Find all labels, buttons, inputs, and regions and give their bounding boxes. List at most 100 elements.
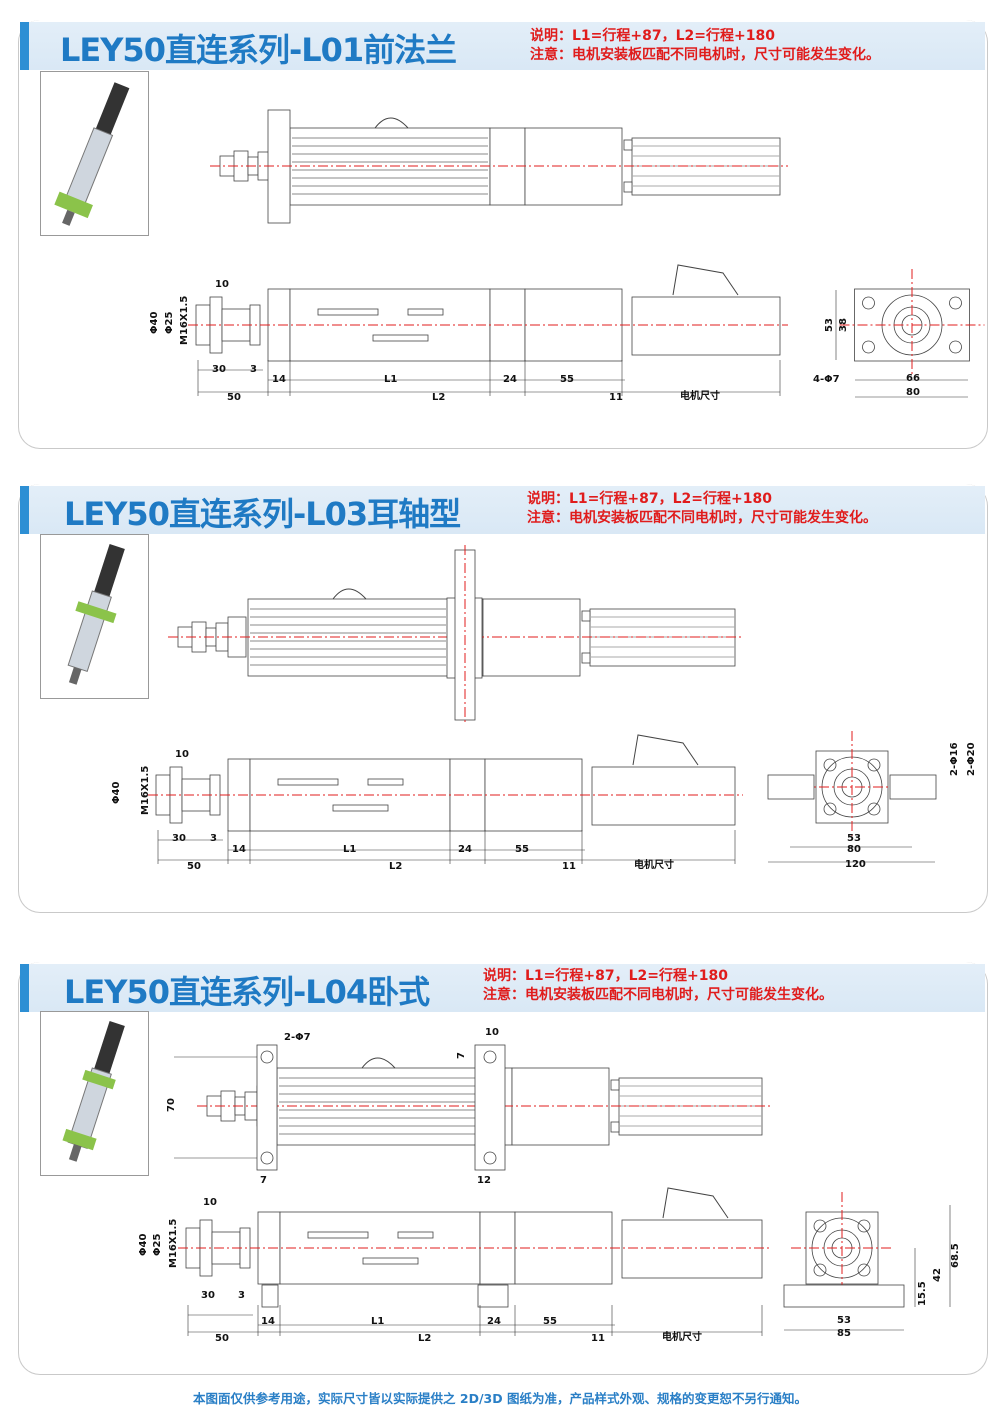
mount-hole	[483, 1151, 497, 1165]
dim-label: 24	[458, 844, 472, 855]
dim-label: 11	[562, 861, 576, 872]
dim-label: 4-Φ7	[813, 374, 840, 385]
dim-label: 3	[250, 364, 257, 375]
accent-bar	[20, 22, 29, 70]
dim-label: 10	[203, 1197, 217, 1208]
dim-label: 3	[210, 833, 217, 844]
cable-loop	[374, 117, 409, 129]
servo-motor	[631, 296, 781, 356]
dim-label: 12	[477, 1175, 491, 1186]
dim-label: 42	[932, 1268, 943, 1282]
mount-screw	[813, 1263, 827, 1277]
dim-label: M16X1.5	[140, 766, 151, 815]
note-line-2: 注意：电机安装板匹配不同电机时，尺寸可能发生变化。	[530, 47, 880, 63]
mount-hole	[483, 1050, 497, 1064]
dim-label: 11	[609, 392, 623, 403]
dim-label: 53	[847, 833, 861, 844]
product-image-l01	[40, 71, 149, 236]
accent-bar	[20, 964, 29, 1012]
slot	[372, 334, 429, 342]
section-title: LEY50直连系列-L03耳轴型	[64, 495, 461, 533]
cable-loop	[361, 1057, 396, 1069]
foot	[261, 1284, 279, 1308]
dim-label: 10	[215, 279, 229, 290]
base-foot	[783, 1284, 905, 1308]
slot	[317, 308, 379, 316]
trunnion-pin	[767, 774, 815, 800]
note-line-1: 说明：L1=行程+87，L2=行程+180	[527, 491, 772, 507]
trunnion-pin	[889, 774, 937, 800]
dim-label: 11	[591, 1333, 605, 1344]
section-panel-l01	[18, 20, 988, 449]
motor-connector	[672, 264, 739, 296]
accent-bar	[20, 486, 29, 534]
dim-label: 50	[187, 861, 201, 872]
cable-loop	[332, 588, 367, 600]
dim-label: 55	[515, 844, 529, 855]
dim-label: 10	[485, 1027, 499, 1038]
dim-label: 7	[260, 1175, 267, 1186]
mount-screw	[857, 1263, 871, 1277]
dim-label: 85	[837, 1328, 851, 1339]
slot	[397, 1231, 434, 1239]
mount-screw	[823, 758, 837, 772]
dim-label: 66	[906, 373, 920, 384]
motor-bolt	[623, 139, 633, 151]
actuator-photo	[62, 1021, 125, 1162]
dim-label: L2	[432, 392, 445, 403]
dim-label: 2-Φ7	[284, 1032, 311, 1043]
product-image-l03	[40, 534, 149, 699]
foot	[477, 1284, 509, 1308]
dim-label: 30	[212, 364, 226, 375]
disclaimer-footer: 本图面仅供参考用途，实际尺寸皆以实际提供之 2D/3D 图纸为准，产品样式外观、…	[193, 1391, 807, 1406]
dim-label: 55	[560, 374, 574, 385]
slot	[367, 778, 404, 786]
dim-label: 10	[175, 749, 189, 760]
dim-label: 80	[906, 387, 920, 398]
note-line-2: 注意：电机安装板匹配不同电机时，尺寸可能发生变化。	[483, 987, 833, 1003]
foot-bracket	[256, 1044, 278, 1171]
dim-label: 38	[838, 318, 849, 332]
dim-label: Φ25	[152, 1234, 163, 1256]
foot-bracket	[474, 1044, 506, 1171]
dim-label: M16X1.5	[179, 296, 190, 345]
dim-label: 3	[238, 1290, 245, 1301]
section-title: LEY50直连系列-L01前法兰	[60, 31, 457, 69]
section-panel-l03	[18, 484, 988, 913]
dim-label: 电机尺寸	[634, 858, 674, 871]
dim-label: L1	[343, 844, 356, 855]
dim-label: L1	[371, 1316, 384, 1327]
actuator-photo	[54, 82, 130, 226]
slot	[307, 1231, 369, 1239]
dim-label: 53	[837, 1315, 851, 1326]
dim-label: 14	[232, 844, 246, 855]
motor-bolt	[623, 181, 633, 193]
motor-bolt	[610, 1121, 620, 1133]
mount-screw	[813, 1219, 827, 1233]
dim-label: L2	[389, 861, 402, 872]
dim-label: Φ40	[138, 1234, 149, 1256]
slot	[332, 804, 389, 812]
motor-bolt	[581, 652, 591, 664]
motor-connector	[632, 734, 699, 766]
dim-label: 50	[227, 392, 241, 403]
mount-screw	[857, 1219, 871, 1233]
dim-label: 55	[543, 1316, 557, 1327]
dim-label: L2	[418, 1333, 431, 1344]
slot	[277, 778, 339, 786]
dim-label: 电机尺寸	[680, 389, 720, 402]
dim-label: 30	[172, 833, 186, 844]
dimensions-l04: 2-Φ7 10 7 70 7 12 10 Φ40 Φ25 M16X1.5 30 …	[138, 1027, 961, 1344]
product-image-l04	[40, 1011, 149, 1176]
mount-screw	[949, 340, 962, 354]
dim-label: 53	[824, 318, 835, 332]
dim-label: Φ25	[164, 312, 175, 334]
dim-label: L1	[384, 374, 397, 385]
dimensions-l01: 10 Φ40 Φ25 M16X1.5 30 3 14 L1 24 55 50 L…	[149, 279, 920, 403]
dim-label: Φ40	[149, 312, 160, 334]
dim-label: 68.5	[950, 1243, 961, 1268]
